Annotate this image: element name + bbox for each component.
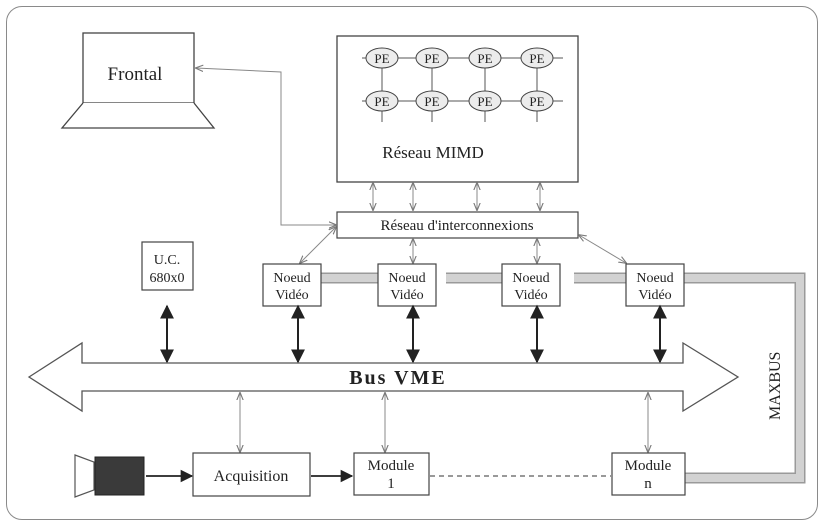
- mimd-interconnect-links: [373, 183, 540, 210]
- uc-line1: U.C.: [154, 253, 180, 268]
- video-node-line2: Vidéo: [275, 288, 308, 303]
- video-node-box: [262, 263, 322, 307]
- video-node-line1: Noeud: [512, 271, 549, 286]
- module-1-line1: Module: [368, 458, 415, 474]
- module-1-line2: 1: [387, 476, 395, 492]
- pe-node: [415, 47, 449, 69]
- camera-icon: [74, 454, 145, 498]
- pe-label: PE: [529, 94, 544, 109]
- video-node-line2: Vidéo: [638, 288, 671, 303]
- video-node-line1: Noeud: [273, 271, 310, 286]
- frontal-terminal: [60, 32, 216, 129]
- mimd-label: Réseau MIMD: [382, 143, 484, 162]
- interconnect-box: [336, 211, 579, 239]
- interconnect-label: Réseau d'interconnexions: [380, 218, 533, 234]
- pe-node: [520, 90, 554, 112]
- pe-node: [365, 47, 399, 69]
- frontal-label: Frontal: [108, 64, 163, 85]
- video-node-box: [377, 263, 437, 307]
- diagram-frame: [6, 6, 818, 520]
- uc-line2: 680x0: [150, 271, 185, 286]
- frontal-link: [196, 68, 336, 225]
- pe-label: PE: [477, 94, 492, 109]
- acquisition-box: [192, 452, 311, 497]
- video-node-box: [625, 263, 685, 307]
- video-node-line2: Vidéo: [390, 288, 423, 303]
- bus-module-links: [240, 393, 648, 452]
- video-node-line1: Noeud: [636, 271, 673, 286]
- bus-vme-arrow: [27, 341, 740, 413]
- pe-label: PE: [374, 51, 389, 66]
- interconnect-node-links: [300, 227, 626, 263]
- module-n-line2: n: [644, 476, 652, 492]
- pe-grid: PE PE PE PE PE PE PE PE: [362, 47, 563, 122]
- pe-node: [520, 47, 554, 69]
- acquisition-label: Acquisition: [214, 468, 289, 485]
- pe-label: PE: [477, 51, 492, 66]
- video-node-line1: Noeud: [388, 271, 425, 286]
- uc-box: [141, 241, 194, 291]
- maxbus-label: MAXBUS: [767, 352, 784, 420]
- pe-node: [365, 90, 399, 112]
- bus-dark-links: [160, 304, 667, 364]
- pe-label: PE: [374, 94, 389, 109]
- bus-vme-label: Bus VME: [349, 367, 447, 389]
- pe-label: PE: [424, 51, 439, 66]
- pe-node: [468, 47, 502, 69]
- module-1-box: [353, 452, 430, 496]
- pe-node: [468, 90, 502, 112]
- pe-label: PE: [529, 51, 544, 66]
- pe-label: PE: [424, 94, 439, 109]
- module-n-line1: Module: [625, 458, 672, 474]
- module-n-box: [611, 452, 686, 496]
- video-node-line2: Vidéo: [514, 288, 547, 303]
- pe-node: [415, 90, 449, 112]
- maxbus-band: [311, 272, 806, 484]
